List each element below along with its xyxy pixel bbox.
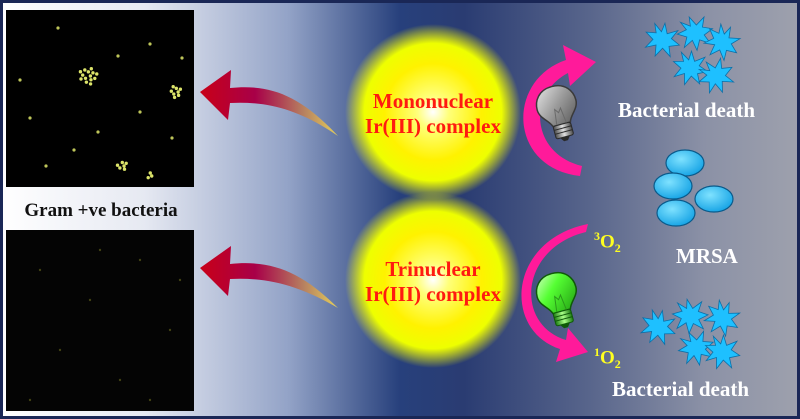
bacteria-dot bbox=[93, 76, 97, 81]
bacteria-dot bbox=[88, 298, 92, 302]
bacteria-dot bbox=[44, 164, 48, 168]
triplet-oxygen-label: 3O2 bbox=[594, 229, 621, 256]
bacteria-dot bbox=[178, 278, 182, 282]
bacteria-fluorescence-dots bbox=[18, 26, 184, 180]
mononuclear-complex-label: Mononuclear Ir(III) complex bbox=[353, 89, 513, 139]
curved-arrow-icon bbox=[521, 224, 588, 362]
bacteria-dot bbox=[170, 136, 174, 140]
bacteria-dot bbox=[172, 95, 177, 100]
trinuclear-complex-label: Trinuclear Ir(III) complex bbox=[353, 257, 513, 307]
bacteria-dot bbox=[78, 70, 83, 74]
bacteria-dot bbox=[118, 378, 122, 382]
gram-positive-label: Gram +ve bacteria bbox=[24, 200, 178, 221]
bacteria-dot bbox=[56, 26, 60, 30]
dead-bacteria-icon bbox=[641, 10, 747, 101]
microscopy-panel-bottom bbox=[6, 230, 194, 411]
bacteria-dot bbox=[176, 90, 180, 94]
bacteria-dot bbox=[146, 175, 150, 180]
bacteria-dot bbox=[148, 42, 152, 46]
bacteria-dot bbox=[178, 87, 183, 91]
singlet-oxygen-base: O bbox=[600, 347, 615, 369]
bacteria-dot bbox=[171, 84, 175, 89]
curved-arrow-icon bbox=[200, 70, 338, 136]
bacteria-dot bbox=[150, 174, 154, 178]
triplet-oxygen-sub: 2 bbox=[614, 241, 621, 256]
bacteria-dot bbox=[88, 82, 93, 86]
bacteria-dot bbox=[96, 130, 100, 134]
bacteria-dot bbox=[180, 56, 184, 60]
bacteria-dot bbox=[148, 398, 152, 402]
trinuclear-line1: Trinuclear bbox=[385, 257, 481, 281]
bacteria-dot bbox=[148, 171, 152, 175]
bacterial-death-bottom-label: Bacterial death bbox=[612, 377, 750, 401]
mononuclear-line1: Mononuclear bbox=[372, 89, 494, 113]
bacteria-dot bbox=[91, 71, 95, 75]
bacteria-dot bbox=[172, 92, 176, 96]
bulb-off-icon bbox=[535, 84, 578, 142]
bacteria-dot bbox=[169, 89, 174, 93]
bacteria-dot bbox=[174, 86, 179, 91]
trinuclear-glow bbox=[345, 192, 521, 368]
bulb-on-icon bbox=[535, 271, 578, 329]
bacteria-dot bbox=[58, 348, 62, 352]
bacteria-dot bbox=[72, 148, 76, 152]
bacteria-dot bbox=[38, 268, 42, 272]
bacteria-dot bbox=[95, 72, 99, 76]
bacteria-dot bbox=[81, 73, 85, 77]
bacterial-death-top-label: Bacterial death bbox=[618, 98, 756, 122]
bacteria-dot bbox=[120, 160, 125, 165]
bacteria-dot bbox=[98, 248, 102, 252]
mononuclear-line2: Ir(III) complex bbox=[365, 114, 501, 138]
singlet-oxygen-label: 1O2 bbox=[594, 345, 621, 372]
singlet-oxygen-sub: 2 bbox=[614, 357, 621, 372]
triplet-oxygen-sup: 3 bbox=[594, 229, 600, 243]
microscopy-panel-top bbox=[6, 10, 194, 187]
bacteria-dot bbox=[138, 110, 142, 114]
triplet-oxygen-base: O bbox=[600, 231, 615, 253]
dead-bacteria-icon bbox=[636, 295, 746, 371]
mrsa-cells-icon bbox=[653, 149, 734, 227]
bacteria-dot bbox=[79, 77, 83, 81]
bacteria-dot bbox=[115, 163, 120, 167]
bacteria-dot bbox=[176, 93, 181, 98]
bacteria-dot bbox=[84, 80, 89, 84]
curved-arrow-icon bbox=[523, 45, 596, 176]
singlet-oxygen-sup: 1 bbox=[594, 345, 600, 359]
bacteria-dot bbox=[122, 167, 127, 171]
trinuclear-line2: Ir(III) complex bbox=[365, 282, 501, 306]
bacteria-dot bbox=[18, 78, 22, 82]
bacteria-dot bbox=[28, 398, 32, 402]
bacteria-dot bbox=[28, 116, 32, 120]
bacteria-dot bbox=[83, 76, 88, 81]
bacteria-dot bbox=[89, 78, 93, 82]
bacteria-dot bbox=[86, 70, 91, 74]
bacteria-faint-dots bbox=[28, 248, 182, 402]
bacteria-dot bbox=[168, 328, 172, 332]
curved-arrow-icon bbox=[200, 246, 338, 308]
mrsa-label: MRSA bbox=[676, 244, 738, 268]
bacteria-dot bbox=[138, 258, 142, 262]
bacteria-dot bbox=[122, 164, 126, 168]
bacteria-dot bbox=[83, 68, 87, 72]
bacteria-dot bbox=[124, 161, 128, 165]
bacteria-dot bbox=[118, 166, 122, 170]
mononuclear-glow bbox=[345, 24, 521, 200]
bacteria-dot bbox=[89, 67, 94, 71]
bacteria-dot bbox=[116, 54, 120, 58]
bacteria-dot bbox=[88, 74, 93, 78]
